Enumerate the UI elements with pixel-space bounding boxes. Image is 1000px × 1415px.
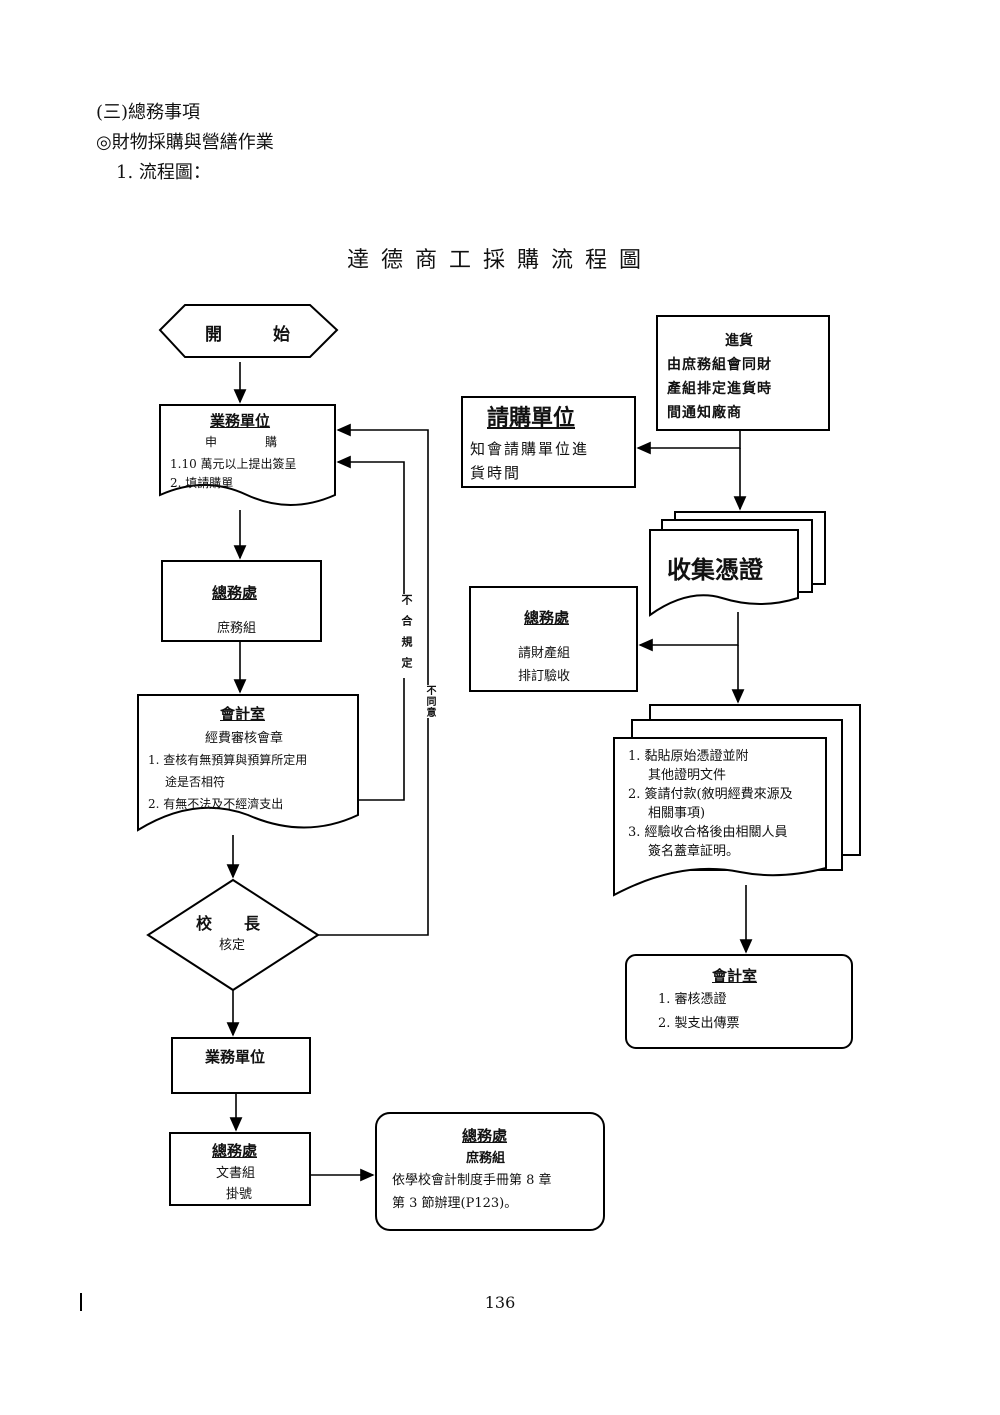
section-heading: (三)總務事項 xyxy=(96,102,201,123)
vouchers-line3b: 簽名蓋章証明。 xyxy=(648,844,740,859)
general-affairs-3-sub: 庶務組 xyxy=(466,1151,506,1166)
general-affairs-box-3 xyxy=(375,1112,605,1231)
accounting-1-line2: 2. 有無不法及不經濟支出 xyxy=(148,797,284,811)
vouchers-line1b: 其他證明文件 xyxy=(648,768,727,783)
principal-sub: 核定 xyxy=(219,938,246,953)
business-unit-line2: 2. 填請購單 xyxy=(170,476,234,490)
accounting-box-1 xyxy=(137,694,359,832)
accounting-2-line1: 1. 審核憑證 xyxy=(658,992,727,1007)
accounting-1-title: 會計室 xyxy=(220,705,266,723)
delivery-line3: 間通知廠商 xyxy=(667,405,742,421)
general-affairs-2-line1: 文書組 xyxy=(216,1166,256,1181)
delivery-title: 進貨 xyxy=(725,333,753,349)
vouchers-line2b: 相關事項) xyxy=(648,806,706,821)
accounting-2-title: 會計室 xyxy=(712,967,758,985)
general-affairs-4-line1: 請財產組 xyxy=(518,646,571,661)
accounting-1-line1: 1. 查核有無預算與預算所定用 xyxy=(148,753,308,767)
requesting-unit-title: 請購單位 xyxy=(487,405,576,431)
vouchers-doc-box xyxy=(613,737,827,897)
page-number: 136 xyxy=(484,1293,516,1312)
general-affairs-3-title: 總務處 xyxy=(462,1127,508,1145)
general-affairs-2-title: 總務處 xyxy=(212,1142,258,1160)
delivery-box xyxy=(656,315,830,431)
vouchers-line3: 3. 經驗收合格後由相關人員 xyxy=(628,825,788,840)
start-terminal xyxy=(158,304,339,358)
business-unit-line1: 1.10 萬元以上提出簽呈 xyxy=(170,457,297,471)
general-affairs-box-4 xyxy=(469,586,638,692)
vouchers-line2: 2. 簽請付款(敘明經費來源及 xyxy=(628,787,793,802)
business-unit-title: 業務單位 xyxy=(210,412,271,430)
requesting-unit-line2: 貨時間 xyxy=(470,464,522,482)
start-label: 開 始 xyxy=(205,325,290,345)
margin-bar xyxy=(80,1293,82,1311)
requesting-unit-box xyxy=(461,396,636,488)
accounting-1-line1b: 途是否相符 xyxy=(165,775,226,789)
collect-vouchers-title: 收集憑證 xyxy=(667,555,763,584)
accounting-2-line2: 2. 製支出傳票 xyxy=(658,1016,740,1031)
general-affairs-1-title: 總務處 xyxy=(212,584,258,602)
accounting-1-sub: 經費審核會章 xyxy=(205,731,284,746)
general-affairs-2-line2: 掛號 xyxy=(226,1187,253,1202)
general-affairs-box-2 xyxy=(169,1132,311,1206)
collect-vouchers-box xyxy=(649,529,799,617)
general-affairs-box-1 xyxy=(161,560,322,642)
subsection-heading: ◎財物採購與營繕作業 xyxy=(96,132,274,153)
requesting-unit-line1: 知會請購單位進 xyxy=(470,440,590,458)
business-unit-sub: 申 購 xyxy=(205,435,278,449)
general-affairs-3-line2: 第 3 節辦理(P123)。 xyxy=(392,1196,518,1211)
principal-title: 校 長 xyxy=(196,914,261,933)
general-affairs-3-line1: 依學校會計制度手冊第 8 章 xyxy=(392,1173,552,1188)
delivery-line1: 由庶務組會同財 xyxy=(667,357,772,373)
general-affairs-1-sub: 庶務組 xyxy=(217,621,257,636)
diagram-title: 達德商工採購流程圖 xyxy=(346,248,653,273)
business-unit-2-title: 業務單位 xyxy=(205,1048,266,1066)
business-unit-box-2 xyxy=(171,1037,311,1094)
general-affairs-4-title: 總務處 xyxy=(524,609,570,627)
accounting-box-2 xyxy=(625,954,853,1049)
delivery-line2: 產組排定進貨時 xyxy=(667,381,772,397)
business-unit-box xyxy=(159,404,336,506)
item-heading: 1. 流程圖： xyxy=(116,162,211,183)
label-noncompliant: 不合規定 xyxy=(398,594,414,678)
general-affairs-4-line2: 排訂驗收 xyxy=(518,669,571,684)
label-disagree: 不同意 xyxy=(422,685,437,718)
vouchers-line1: 1. 黏貼原始憑證並附 xyxy=(628,749,749,764)
